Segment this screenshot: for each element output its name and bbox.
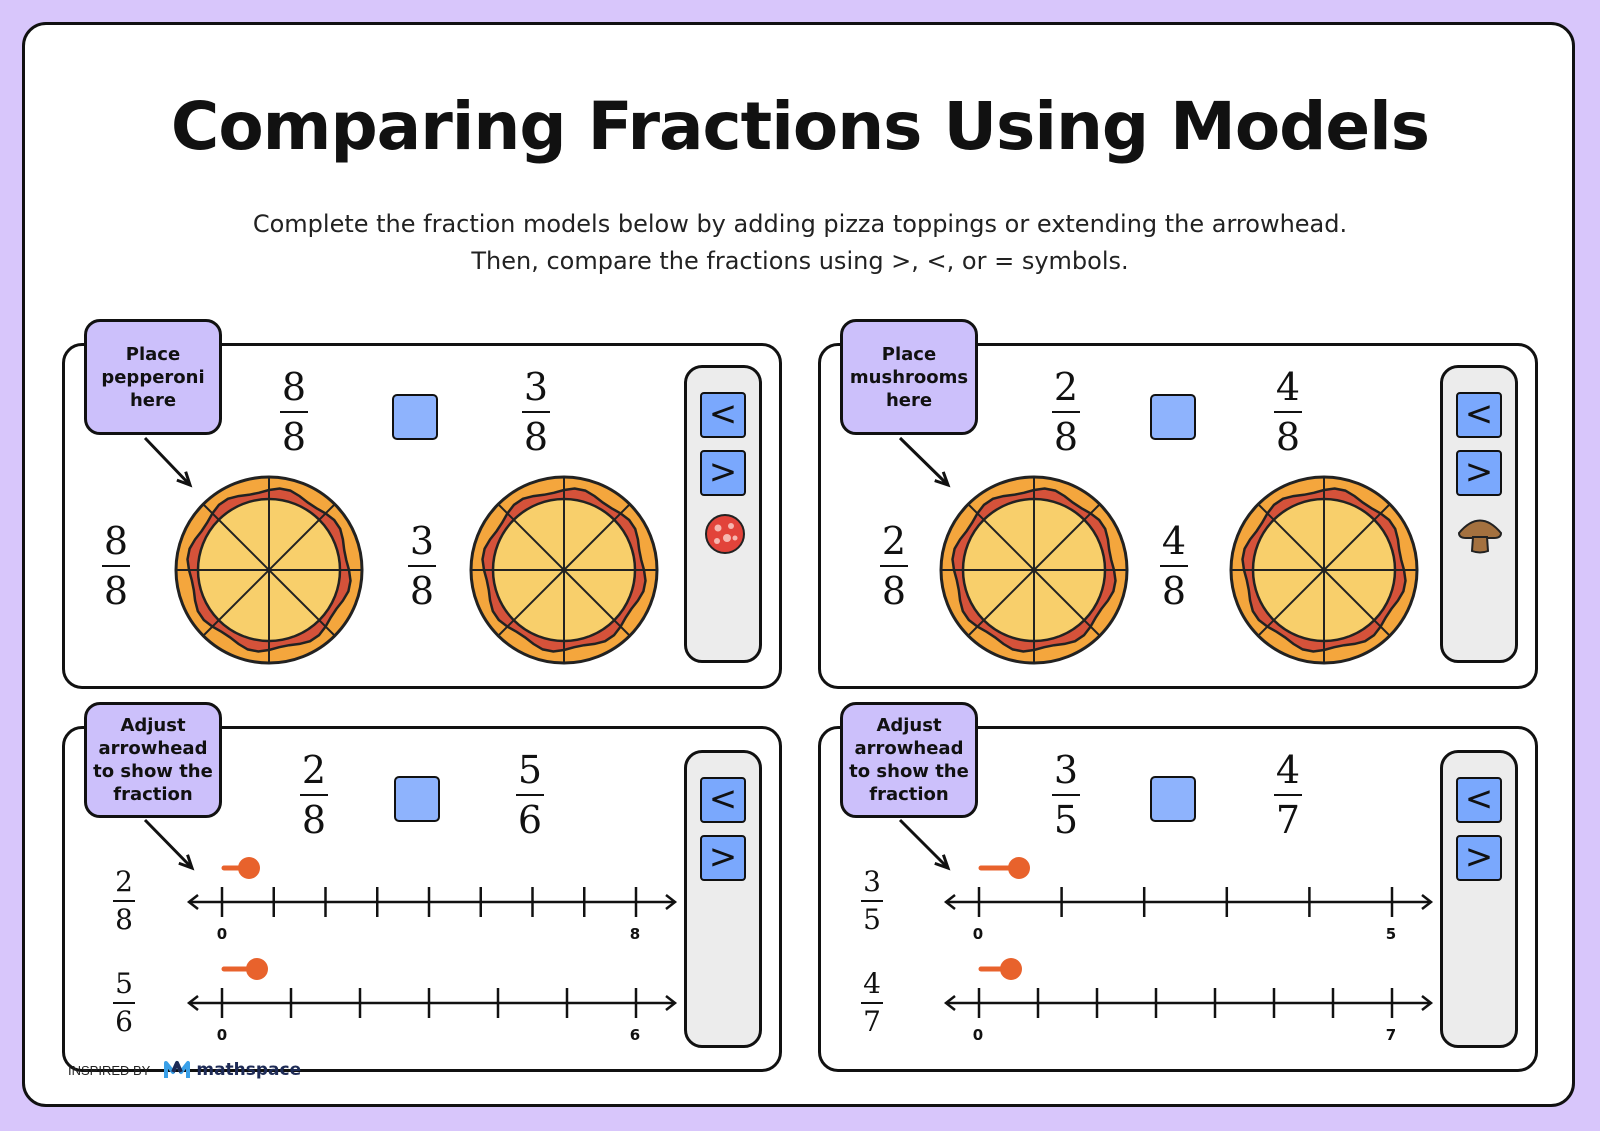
mathspace-logo-icon [164, 1061, 191, 1078]
brand-name: mathspace [196, 1060, 302, 1080]
pizza-model-left[interactable] [174, 475, 364, 665]
arrowhead-instruction-bubble: Adjust arrowhead to show the fraction [840, 702, 978, 818]
bubble-pointer-arrow [143, 818, 195, 871]
less-than-button[interactable]: < [700, 392, 746, 438]
arrowhead-handle[interactable] [978, 857, 1030, 879]
number-line-2 [186, 988, 678, 1018]
less-than-button[interactable]: < [1456, 392, 1502, 438]
number-line-2 [943, 988, 1434, 1018]
symbol-tray: < > [684, 365, 762, 663]
compare-answer-box[interactable] [1150, 394, 1196, 440]
number-line-1 [186, 887, 678, 917]
arrowhead-handle[interactable] [221, 958, 268, 980]
instruction-line-2: Then, compare the fractions using >, <, … [471, 247, 1129, 275]
pizza-model-right[interactable] [469, 475, 659, 665]
greater-than-button[interactable]: > [700, 835, 746, 881]
symbol-tray: < > [1440, 750, 1518, 1048]
number-line-1-end-label: 8 [629, 925, 641, 943]
greater-than-button[interactable]: > [1456, 835, 1502, 881]
number-line-1-start-label: 0 [972, 925, 984, 943]
number-line-2-start-label: 0 [216, 1026, 228, 1044]
symbol-tray: < > [1440, 365, 1518, 663]
inspired-by-label: INSPIRED BY [68, 1062, 151, 1078]
number-line-1 [943, 887, 1434, 917]
pizza-model-left[interactable] [939, 475, 1129, 665]
arrowhead-handle[interactable] [978, 958, 1022, 980]
less-than-button[interactable]: < [700, 777, 746, 823]
bubble-pointer-arrow [898, 818, 951, 871]
compare-answer-box[interactable] [392, 394, 438, 440]
pepperoni-icon[interactable] [705, 514, 745, 554]
arrowhead-handle[interactable] [221, 857, 260, 879]
number-line-2-end-label: 6 [629, 1026, 641, 1044]
less-than-button[interactable]: < [1456, 777, 1502, 823]
compare-answer-box[interactable] [1150, 776, 1196, 822]
mushroom-instruction-bubble: Place mushrooms here [840, 319, 978, 435]
arrowhead-instruction-bubble: Adjust arrowhead to show the fraction [84, 702, 222, 818]
page-title: Comparing Fractions Using Models [170, 88, 1430, 165]
bubble-pointer-arrow [143, 436, 193, 488]
symbol-tray: < > [684, 750, 762, 1048]
compare-answer-box[interactable] [394, 776, 440, 822]
mushroom-icon[interactable] [1457, 519, 1503, 554]
greater-than-button[interactable]: > [1456, 450, 1502, 496]
instruction-line-1: Complete the fraction models below by ad… [252, 210, 1348, 238]
number-line-1-start-label: 0 [216, 925, 228, 943]
footer: INSPIRED BY mathspace [68, 1060, 301, 1080]
number-line-2-end-label: 7 [1385, 1026, 1397, 1044]
greater-than-button[interactable]: > [700, 450, 746, 496]
pepperoni-instruction-bubble: Place pepperoni here [84, 319, 222, 435]
number-line-1-end-label: 5 [1385, 925, 1397, 943]
pizza-model-right[interactable] [1229, 475, 1419, 665]
bubble-pointer-arrow [898, 436, 951, 488]
number-line-2-start-label: 0 [972, 1026, 984, 1044]
